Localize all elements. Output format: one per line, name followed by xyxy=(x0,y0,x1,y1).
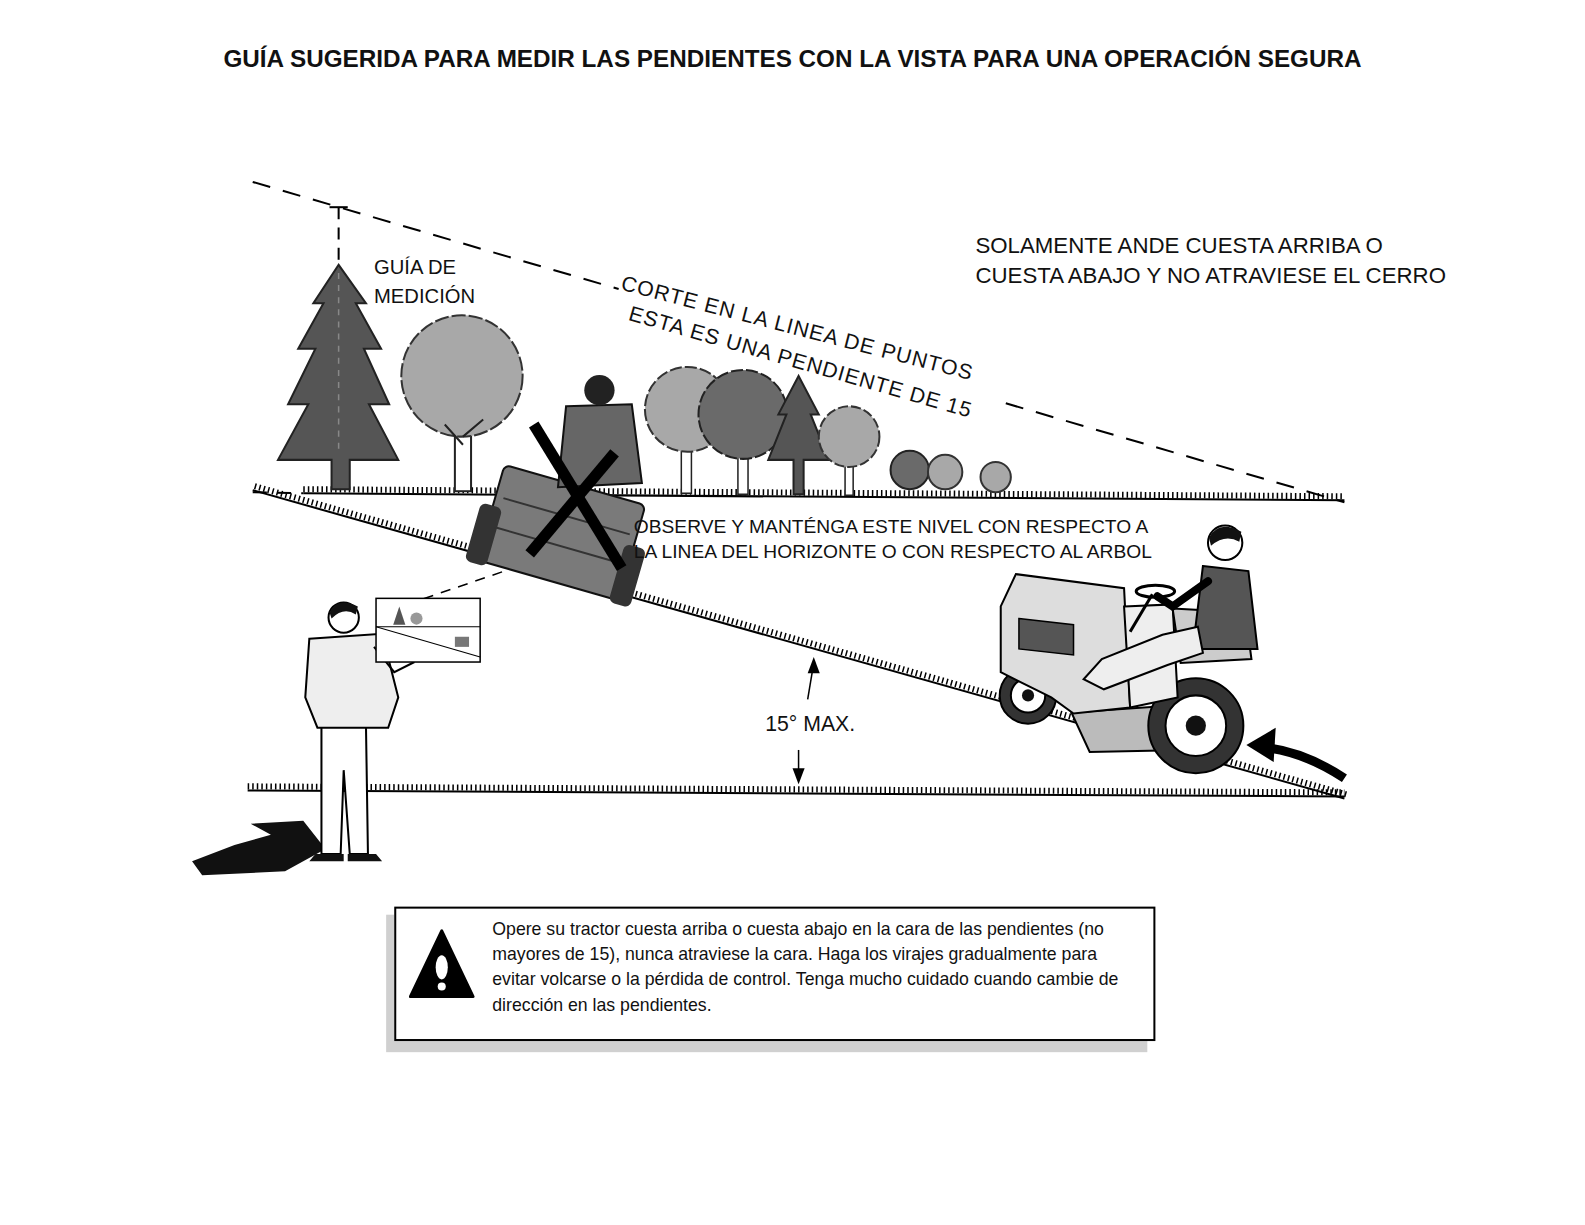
cut-line xyxy=(1006,403,1345,502)
person-shoes xyxy=(309,854,382,861)
card-slope xyxy=(376,627,480,657)
measure-line xyxy=(338,207,340,265)
driver-hair xyxy=(1209,527,1241,546)
deciduous-tree xyxy=(891,451,929,489)
driver-body xyxy=(1193,566,1258,649)
deciduous-tree xyxy=(401,315,522,436)
person-hair xyxy=(330,603,358,619)
person-legs xyxy=(321,723,367,854)
warning-box: Opere su tractor cuesta arriba o cuesta … xyxy=(394,907,1155,1041)
arrow-head xyxy=(1246,728,1275,762)
tree-trunk-line xyxy=(338,273,340,455)
slope-line xyxy=(253,490,1345,798)
measure-label: GUÍA DE MEDICIÓN xyxy=(374,253,516,312)
horizon-line xyxy=(303,493,1344,500)
page-title: GUÍA SUGERIDA PARA MEDIR LAS PENDIENTES … xyxy=(0,44,1585,72)
angle-arrow xyxy=(808,669,813,699)
driver-head xyxy=(1208,526,1242,560)
measuring-card xyxy=(376,598,480,662)
tractor-hood xyxy=(1001,574,1130,713)
tractor-grille xyxy=(1019,619,1074,655)
deciduous-tree xyxy=(819,406,880,467)
card-tree xyxy=(410,613,422,625)
wheel-rim xyxy=(1166,695,1227,756)
grass-hatch xyxy=(255,486,1347,794)
deciduous-tree xyxy=(981,462,1011,492)
direction-note: SOLAMENTE ANDE CUESTA ARRIBA O CUESTA AB… xyxy=(975,230,1472,291)
deciduous-tree xyxy=(928,455,962,489)
person-head xyxy=(329,602,359,632)
arrow-head xyxy=(808,657,820,673)
steering-column xyxy=(1130,594,1152,631)
card-horizon xyxy=(376,626,480,627)
card-tree xyxy=(393,606,405,624)
ground-line xyxy=(248,790,1345,796)
measure-tick xyxy=(330,206,348,208)
driver-head xyxy=(584,375,614,405)
wheel-hub xyxy=(1186,716,1206,736)
warning-mark xyxy=(438,982,446,990)
angle-label: 15° MAX. xyxy=(765,712,855,736)
box-background xyxy=(394,907,1155,1041)
tractor-wheel xyxy=(464,502,502,566)
prohibition-cross xyxy=(530,453,615,554)
driver-arm xyxy=(1157,581,1208,606)
grass-hatch xyxy=(248,786,1345,792)
direction-arrow xyxy=(1269,748,1345,778)
warning-icon xyxy=(410,931,473,997)
tree-branch xyxy=(445,419,483,444)
driver-legs xyxy=(1084,627,1203,690)
arrow-head xyxy=(793,768,805,784)
person-shadow xyxy=(192,821,325,876)
card-tractor xyxy=(455,637,469,647)
level-note: OBSERVE Y MANTÉNGA ESTE NIVEL CON RESPEC… xyxy=(634,513,1174,564)
warning-text: Opere su tractor cuesta arriba o cuesta … xyxy=(492,917,1141,1018)
wheel-hub xyxy=(1022,689,1034,701)
warning-mark xyxy=(436,955,448,979)
